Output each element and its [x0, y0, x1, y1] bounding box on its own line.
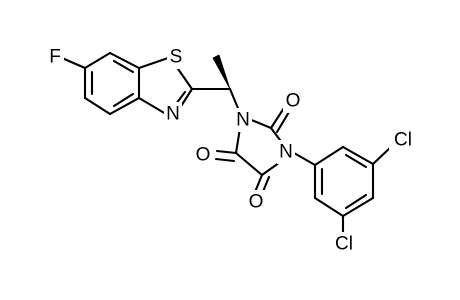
fluorine-atom-label: F: [49, 47, 61, 68]
atom-labels: F S N N N O O O Cl Cl: [46, 45, 417, 256]
bond-carbonyl-2: [215, 149, 238, 155]
chlorine-1-label: Cl: [394, 130, 412, 151]
sulfur-atom-label: S: [170, 47, 183, 68]
ring-nitrogen-2-label: N: [279, 142, 293, 163]
bond: [234, 151, 264, 177]
bond: [341, 145, 375, 166]
thiazole-nitrogen-label: N: [166, 104, 180, 125]
label-bg: [246, 190, 266, 214]
bond: [174, 64, 194, 91]
bond: [247, 117, 273, 130]
ring-nitrogen-1-label: N: [236, 110, 250, 131]
bond-inner: [344, 193, 368, 210]
bond-c-f: [60, 56, 87, 70]
label-bg: [283, 89, 303, 113]
bond: [137, 56, 170, 70]
bond: [313, 145, 345, 167]
label-bg: [46, 45, 64, 69]
label-bg: [389, 128, 417, 152]
bond-c-cl-1: [371, 144, 394, 166]
bond: [108, 96, 141, 116]
bond-n-aryl: [292, 151, 317, 167]
label-bg: [277, 140, 295, 164]
label-bg: [167, 45, 185, 69]
carbonyl-oxygen-1-label: O: [286, 91, 301, 112]
carbonyl-oxygen-3-label: O: [249, 192, 264, 213]
bond-inner: [112, 59, 135, 74]
bond-carbonyl-2: [214, 157, 236, 163]
chlorine-2-label: Cl: [335, 234, 353, 255]
bond: [313, 196, 345, 218]
bond-carbonyl-1: [269, 106, 286, 130]
label-bg: [193, 143, 213, 167]
bond: [234, 126, 242, 155]
benzene-ring-benzothiazole: [83, 51, 141, 116]
dichlorophenyl-ring: [313, 145, 375, 218]
label-bg: [234, 108, 252, 132]
bond-inner: [344, 153, 368, 169]
bond: [83, 96, 112, 116]
bond-inner: [112, 92, 135, 108]
bond: [137, 96, 168, 116]
label-bg: [330, 232, 358, 256]
bond: [83, 51, 112, 70]
carbonyl-oxygen-2-label: O: [196, 145, 211, 166]
stereo-wedge-methyl: [212, 54, 231, 90]
bond-carbonyl-1: [275, 110, 291, 134]
label-bg: [164, 102, 182, 126]
bond: [108, 51, 141, 70]
bond: [341, 196, 375, 218]
bond-carbonyl-3: [253, 173, 264, 194]
